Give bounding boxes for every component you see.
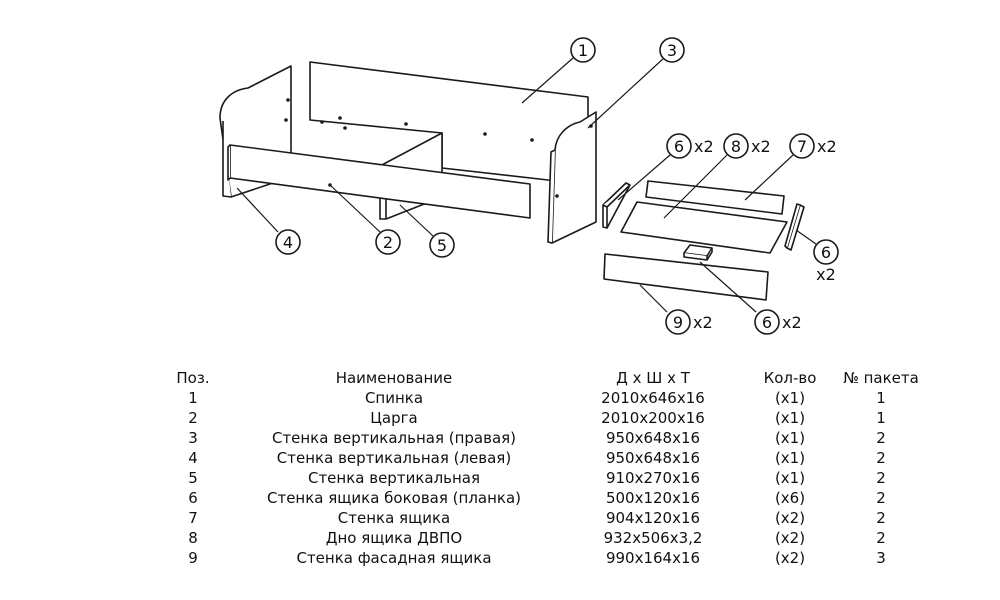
part-9-drawer-facade	[603, 253, 769, 301]
callout-5: 5	[429, 232, 455, 258]
cell-quantity: (x6)	[774, 489, 806, 507]
cell-dimensions: 2010x200x16	[601, 409, 705, 427]
svg-text:x2: x2	[782, 313, 802, 332]
svg-text:9: 9	[673, 313, 683, 332]
table-row: 5 Стенка вертикальная 910x270x16 (x1) 2	[160, 468, 926, 488]
callout-7: 7 x2	[789, 133, 837, 159]
svg-text:5: 5	[437, 236, 447, 255]
svg-text:x2: x2	[817, 137, 837, 156]
cell-quantity: (x1)	[774, 429, 806, 447]
part-1-back-panel	[309, 61, 589, 184]
part-2-front-rail	[227, 144, 531, 219]
cell-quantity: (x1)	[774, 389, 806, 407]
cell-package: 1	[876, 389, 886, 407]
header-package: № пакета	[843, 369, 919, 387]
cell-dimensions: 932x506x3,2	[603, 529, 703, 547]
svg-text:4: 4	[283, 233, 293, 252]
cell-name: Дно ящика ДВПО	[325, 529, 463, 547]
svg-text:6: 6	[762, 313, 772, 332]
header-position: Поз.	[176, 369, 210, 387]
svg-text:6: 6	[821, 243, 831, 262]
cell-quantity: (x2)	[774, 529, 806, 547]
cell-position: 9	[188, 549, 198, 567]
cell-position: 3	[188, 429, 198, 447]
table-row: 2 Царга 2010x200x16 (x1) 1	[160, 408, 926, 428]
callout-8: 8 x2	[723, 133, 771, 159]
svg-text:6: 6	[674, 137, 684, 156]
table-row: 7 Стенка ящика 904x120x16 (x2) 2	[160, 508, 926, 528]
cell-name: Стенка вертикальная	[307, 469, 481, 487]
callout-9: 9 x2	[665, 309, 713, 335]
table-row: 3 Стенка вертикальная (правая) 950x648x16 (…	[160, 428, 926, 448]
cell-quantity: (x1)	[774, 449, 806, 467]
cell-name: Спинка	[364, 389, 424, 407]
table-row: 8 Дно ящика ДВПО 932x506x3,2 (x2) 2	[160, 528, 926, 548]
assembly-diagram: 1 3 6 x2 8 x2 7 x2 6 x2 4	[219, 37, 839, 335]
cell-package: 2	[876, 469, 886, 487]
cell-position: 8	[188, 529, 198, 547]
header-dimensions: Д х Ш х Т	[616, 369, 690, 387]
cell-package: 3	[876, 549, 886, 567]
cell-name: Стенка ящика	[337, 509, 451, 527]
callout-6-right: 6 x2	[813, 239, 839, 284]
svg-text:x2: x2	[751, 137, 771, 156]
svg-text:x2: x2	[693, 313, 713, 332]
callout-4: 4	[275, 229, 301, 255]
cell-package: 1	[876, 409, 886, 427]
callout-3: 3	[659, 37, 685, 63]
cell-package: 2	[876, 529, 886, 547]
callout-6-bottom: 6 x2	[754, 309, 802, 335]
cell-quantity: (x2)	[774, 549, 806, 567]
cell-dimensions: 500x120x16	[605, 489, 701, 507]
cell-dimensions: 2010x646x16	[601, 389, 705, 407]
cell-package: 2	[876, 509, 886, 527]
part-7-drawer-back-wall	[645, 180, 785, 215]
cell-name: Стенка ящика боковая (планка)	[266, 489, 522, 507]
header-name: Наименование	[335, 369, 453, 387]
cell-dimensions: 904x120x16	[605, 509, 701, 527]
cell-quantity: (x1)	[774, 469, 806, 487]
cell-name: Стенка фасадная ящика	[296, 549, 492, 567]
svg-text:x2: x2	[694, 137, 714, 156]
callout-1: 1	[570, 37, 596, 63]
svg-text:7: 7	[797, 137, 807, 156]
cell-position: 6	[188, 489, 198, 507]
header-quantity: Кол-во	[763, 369, 817, 387]
part-6-drawer-slat	[683, 244, 713, 261]
cell-name: Стенка вертикальная (левая)	[276, 449, 512, 467]
cell-dimensions: 950x648x16	[605, 449, 701, 467]
part-8-drawer-bottom	[620, 201, 788, 254]
part-6-drawer-side-left	[602, 182, 631, 229]
cell-dimensions: 990x164x16	[605, 549, 701, 567]
svg-text:1: 1	[578, 41, 588, 60]
cell-dimensions: 910x270x16	[605, 469, 701, 487]
cell-position: 7	[188, 509, 198, 527]
table-row: 6 Стенка ящика боковая (планка) 500x120x16…	[160, 488, 926, 508]
svg-text:2: 2	[383, 233, 393, 252]
cell-package: 2	[876, 429, 886, 447]
parts-table: Поз. Наименование Д х Ш х Т Кол-во № пак…	[160, 368, 926, 568]
part-6-drawer-side-right	[784, 203, 805, 251]
cell-position: 5	[188, 469, 198, 487]
table-row: 4 Стенка вертикальная (левая) 950x648x16 (x…	[160, 448, 926, 468]
callout-6-top: 6 x2	[666, 133, 714, 159]
svg-text:x2: x2	[816, 265, 836, 284]
table-header-row: Поз. Наименование Д х Ш х Т Кол-во № пак…	[160, 368, 926, 388]
cell-position: 1	[188, 389, 198, 407]
cell-position: 2	[188, 409, 198, 427]
cell-quantity: (x2)	[774, 509, 806, 527]
cell-package: 2	[876, 489, 886, 507]
cell-name: Царга	[370, 409, 418, 427]
cell-dimensions: 950x648x16	[605, 429, 701, 447]
svg-text:3: 3	[667, 41, 677, 60]
cell-position: 4	[188, 449, 198, 467]
cell-package: 2	[876, 449, 886, 467]
cell-name: Стенка вертикальная (правая)	[271, 429, 517, 447]
svg-text:8: 8	[731, 137, 741, 156]
table-row: 1 Спинка 2010x646x16 (x1) 1	[160, 388, 926, 408]
callout-2: 2	[375, 229, 401, 255]
cell-quantity: (x1)	[774, 409, 806, 427]
table-row: 9 Стенка фасадная ящика 990x164x16 (x2) 3	[160, 548, 926, 568]
